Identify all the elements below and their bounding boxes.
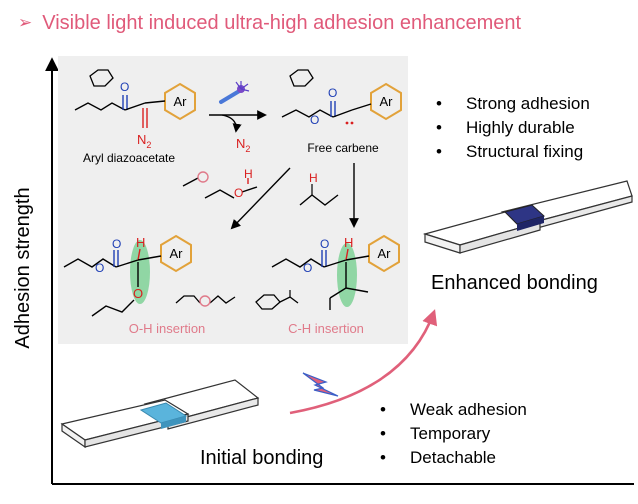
enhancement-arrow	[289, 309, 438, 415]
oh-product-o: O	[133, 286, 143, 301]
alkane-h-label: H	[309, 171, 318, 185]
aryl-diazoacetate-label: Aryl diazoacetate	[83, 151, 175, 165]
initial-properties-list: Weak adhesion Temporary Detachable	[376, 398, 527, 470]
ch-product-aryl: Ar	[378, 246, 392, 261]
carbonyl-o-label: O	[120, 80, 129, 94]
carbene-aryl-label: Ar	[380, 94, 394, 109]
alkane-substrate	[299, 184, 339, 206]
oh-product-h: H	[136, 235, 145, 250]
list-item: Temporary	[376, 422, 527, 446]
list-item: Strong adhesion	[432, 92, 590, 116]
list-item: Highly durable	[432, 116, 590, 140]
ch-insertion-product	[255, 234, 400, 310]
carbene-ester-o-label: O	[310, 113, 319, 127]
lightning-icon	[302, 372, 339, 397]
enhanced-bonding-label: Enhanced bonding	[431, 272, 598, 294]
axes	[45, 57, 634, 485]
list-item: Weak adhesion	[376, 398, 527, 422]
ch-insertion-label: C-H insertion	[288, 321, 364, 336]
alcohol-substrate	[182, 171, 258, 199]
alcohol-h-label: H	[244, 167, 253, 181]
ch-product-h: H	[344, 235, 353, 250]
oh-product-ester-o: O	[95, 261, 104, 275]
oh-insertion-arrow	[230, 167, 291, 230]
list-item: Detachable	[376, 446, 527, 470]
oh-insertion-label: O-H insertion	[129, 321, 206, 336]
free-carbene-label: Free carbene	[307, 141, 379, 155]
reaction-scheme-panel	[58, 56, 408, 344]
n2-release-arrow	[221, 114, 242, 133]
diazo-n2-label: N2	[137, 132, 151, 150]
oh-insertion-product	[63, 234, 236, 317]
enhanced-bonding-specimen	[422, 180, 633, 254]
aryl-diazoacetate-structure	[74, 69, 196, 128]
alcohol-o-label: O	[234, 186, 243, 200]
enhanced-properties-list: Strong adhesion Highly durable Structura…	[432, 92, 590, 164]
carbene-carbonyl-o-label: O	[328, 86, 337, 100]
list-item: Structural fixing	[432, 140, 590, 164]
ch-product-ester-o: O	[303, 261, 312, 275]
initial-bonding-specimen	[60, 379, 260, 449]
initial-bonding-label: Initial bonding	[200, 447, 324, 469]
free-carbene-structure	[281, 69, 402, 125]
bullet-arrow-icon: ➢	[18, 13, 33, 32]
heading-text: Visible light induced ultra-high adhesio…	[42, 11, 522, 34]
ch-product-carbonyl-o: O	[320, 237, 329, 251]
released-n2-label: N2	[236, 136, 250, 154]
aryl-label: Ar	[174, 94, 188, 109]
oh-product-carbonyl-o: O	[112, 237, 121, 251]
light-bulb-icon	[219, 81, 250, 104]
oh-product-aryl: Ar	[170, 246, 184, 261]
figure-heading: ➢ Visible light induced ultra-high adhes…	[18, 8, 521, 38]
